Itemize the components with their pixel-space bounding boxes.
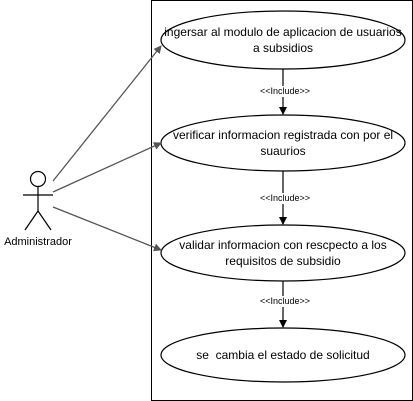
- association-arrow-3: [52, 206, 162, 252]
- include-label-2: <<Include>>: [255, 193, 315, 204]
- association-arrow-1: [52, 45, 162, 182]
- use-case-3-line-1: validar informacion con rescpecto a los: [179, 238, 387, 252]
- use-case-2-line-2: suaurios: [260, 144, 306, 158]
- use-case-2-line-1: verificar informacion registrada con por…: [172, 128, 394, 142]
- actor-name: Administrador: [4, 236, 72, 248]
- use-case-1-line-1: ingersar al modulo de aplicacion de usua…: [164, 25, 402, 39]
- use-case-label-1: ingersar al modulo de aplicacion de usua…: [161, 24, 405, 56]
- use-case-label-3: validar informacion con rescpecto a los …: [161, 237, 405, 269]
- use-case-4-line-1: se cambia el estado de solicitud: [196, 348, 370, 362]
- association-arrow-2: [52, 142, 162, 193]
- use-case-label-2: verificar informacion registrada con por…: [161, 127, 405, 159]
- use-case-ellipse-4[interactable]: [160, 327, 406, 383]
- include-label-3: <<Include>>: [255, 296, 315, 307]
- include-label-1: <<Include>>: [255, 86, 315, 97]
- use-case-3-line-2: requisitos de subsidio: [225, 254, 341, 268]
- use-case-1-line-2: a subsidios: [252, 41, 314, 55]
- use-case-label-4: se cambia el estado de solicitud: [161, 347, 405, 363]
- actor-figure[interactable]: [23, 170, 53, 231]
